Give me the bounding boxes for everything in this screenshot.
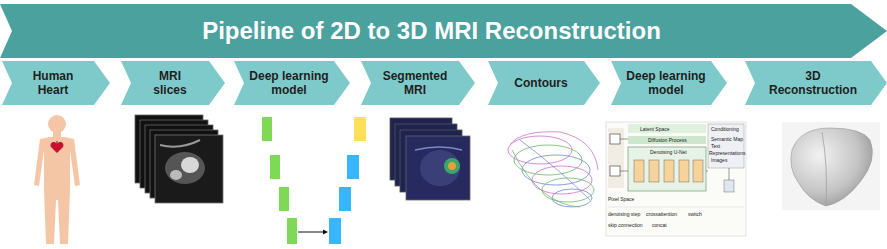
shape-fill bbox=[2, 61, 110, 105]
shape-fill bbox=[234, 61, 350, 105]
figure-label: concat bbox=[652, 222, 667, 228]
figure-label: Denoising U-Net bbox=[650, 149, 687, 155]
figure-label: Pixel Space bbox=[608, 196, 634, 202]
figure-label: Images bbox=[711, 157, 727, 163]
figure-label: Text bbox=[711, 143, 720, 149]
shape-fill bbox=[745, 61, 887, 105]
stage-label: Contours bbox=[514, 76, 567, 90]
stage-chevron: Deep learning model bbox=[234, 61, 350, 105]
stage-label: Deep learning model bbox=[624, 69, 708, 97]
latent-diffusion-figure bbox=[606, 122, 746, 236]
human-figure bbox=[34, 115, 80, 244]
figure-label: Conditioning bbox=[711, 126, 739, 132]
figure-label: denoising step bbox=[608, 211, 640, 217]
segmented-mri bbox=[390, 118, 470, 200]
figure-label: skip connection bbox=[608, 222, 642, 228]
figure-label: Semantic Map bbox=[711, 136, 743, 142]
mri-slices bbox=[135, 115, 223, 203]
stage-label: Segmented MRI bbox=[377, 69, 453, 97]
figure-label: Latent Space bbox=[640, 126, 669, 132]
shape-fill bbox=[611, 61, 727, 105]
stage-chevron: Deep learning model bbox=[611, 61, 727, 105]
shape-fill bbox=[361, 61, 475, 105]
stage-label: Human Heart bbox=[28, 69, 78, 97]
title-banner: Pipeline of 2D to 3D MRI Reconstruction bbox=[0, 4, 887, 58]
shape-fill bbox=[488, 61, 600, 105]
stage-chevron: MRI slices bbox=[121, 61, 225, 105]
shape-fill bbox=[121, 61, 225, 105]
stage-label: MRI slices bbox=[146, 69, 194, 97]
figure-label: Representations bbox=[709, 150, 745, 156]
title-text: Pipeline of 2D to 3D MRI Reconstruction bbox=[202, 17, 661, 45]
stage-chevron: Human Heart bbox=[2, 61, 110, 105]
stage-label: 3D Reconstruction bbox=[763, 69, 863, 97]
unet-model bbox=[262, 117, 366, 244]
shape-fill bbox=[0, 4, 887, 58]
contours bbox=[508, 132, 598, 207]
figure-label: crossattention bbox=[646, 211, 677, 217]
figure-label: Diffusion Process bbox=[648, 137, 687, 143]
3d-heart-model bbox=[782, 122, 880, 210]
stage-chevron: 3D Reconstruction bbox=[745, 61, 887, 105]
figure-label: switch bbox=[688, 211, 702, 217]
stage-label: Deep learning model bbox=[247, 69, 331, 97]
stage-chevron: Segmented MRI bbox=[361, 61, 475, 105]
stage-chevron: Contours bbox=[488, 61, 600, 105]
